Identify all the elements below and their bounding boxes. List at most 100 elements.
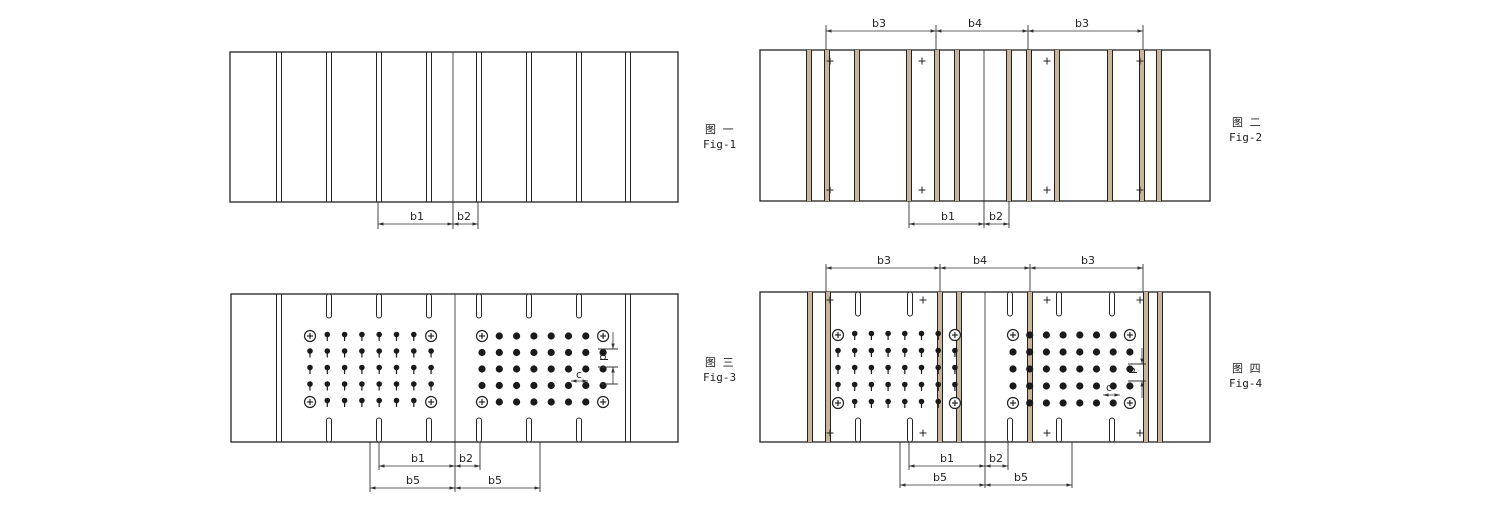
hole [1059, 399, 1067, 407]
fig4-label-b5-left: b5 [933, 471, 947, 484]
hole [530, 381, 538, 390]
slot [907, 291, 913, 317]
hole [582, 348, 590, 357]
hole [341, 381, 348, 387]
groove-fill [954, 50, 960, 201]
slot [1109, 417, 1115, 443]
hole [582, 365, 590, 373]
hole [359, 364, 365, 371]
hole [1076, 365, 1084, 373]
hole [885, 398, 891, 405]
hole [324, 348, 331, 354]
hole [1026, 348, 1034, 356]
hole [359, 348, 365, 354]
fig2-label-b3-right: b3 [1075, 17, 1089, 30]
hole [376, 381, 383, 387]
hole [411, 381, 417, 387]
hole [513, 365, 521, 373]
hole [324, 397, 331, 404]
fig2-screw-marks [826, 57, 1144, 194]
hole [376, 364, 383, 371]
hole [1109, 365, 1117, 373]
fig3-caption-en: Fig-3 [703, 371, 736, 384]
fig4-caption-en: Fig-4 [1229, 377, 1262, 390]
fig1-label-b2: b2 [457, 210, 471, 223]
figure-1: b1 b2 图 一 Fig-1 [229, 51, 736, 229]
hole [513, 381, 521, 390]
hole [868, 381, 875, 388]
hole [513, 348, 521, 357]
hole [851, 398, 858, 405]
fig2-caption-cn: 图 二 [1232, 116, 1261, 129]
fig3-label-b2: b2 [459, 452, 473, 465]
hole [564, 381, 573, 390]
fig2-label-b4: b4 [968, 17, 982, 30]
hole [1076, 348, 1084, 356]
fig4-label-d: d [1126, 367, 1139, 374]
hole [1026, 399, 1034, 407]
fig3-slots [326, 293, 582, 443]
hole [1059, 365, 1067, 373]
fig3-panel [230, 293, 679, 443]
hole [393, 331, 400, 338]
hole [530, 332, 538, 340]
fig4-label-b3-left: b3 [877, 254, 891, 267]
hole [324, 381, 331, 387]
hole [478, 365, 486, 373]
hole [324, 331, 331, 338]
hole [428, 348, 434, 354]
hole [564, 365, 573, 373]
hole [918, 347, 925, 354]
hole [935, 347, 941, 354]
hole [495, 381, 503, 390]
groove-fill [806, 50, 812, 201]
hole [935, 398, 941, 405]
hole [564, 332, 573, 340]
hole [359, 397, 365, 404]
hole [393, 348, 400, 354]
hole [1126, 382, 1134, 390]
groove-fill [1157, 292, 1163, 442]
figure-3: c d b1 b2 b5 b5 图 三 Fig-3 [230, 293, 736, 492]
fig4-label-b2: b2 [989, 452, 1003, 465]
hole [1042, 382, 1050, 390]
hole [851, 330, 858, 337]
fig2-caption-en: Fig-2 [1229, 131, 1262, 144]
hole [902, 347, 908, 354]
slot [526, 417, 532, 443]
fig2-panel [759, 49, 1211, 202]
hole [376, 397, 383, 404]
hole [478, 348, 486, 357]
fig1-caption-cn: 图 一 [705, 123, 734, 136]
hole [341, 397, 348, 404]
hole [428, 364, 434, 371]
hole [1042, 331, 1050, 339]
hole [513, 332, 521, 340]
fig3-label-b1: b1 [411, 452, 425, 465]
hole [885, 364, 891, 371]
hole [495, 332, 503, 340]
hole [495, 365, 503, 373]
hole [547, 332, 555, 340]
slot [426, 293, 432, 319]
fig2-label-b2: b2 [989, 210, 1003, 223]
hole [393, 397, 400, 404]
fig1-caption-en: Fig-1 [703, 138, 736, 151]
hole [1076, 399, 1084, 407]
hole [885, 330, 891, 337]
hole [1092, 382, 1101, 390]
groove-fill [934, 50, 940, 201]
hole [952, 364, 958, 371]
fig1-grooves [276, 52, 631, 202]
hole [1092, 399, 1101, 407]
slot [1007, 291, 1013, 317]
hole [868, 330, 875, 337]
fig2-label-b3-left: b3 [872, 17, 886, 30]
slot [855, 417, 861, 443]
hole [393, 364, 400, 371]
fig4-label-b1: b1 [940, 452, 954, 465]
hole [1092, 365, 1101, 373]
hole [935, 330, 941, 337]
fig4-label-b4: b4 [973, 254, 987, 267]
slot [576, 417, 582, 443]
